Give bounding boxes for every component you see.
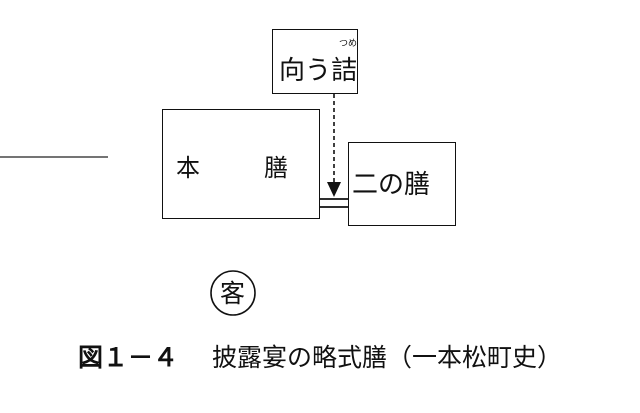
guest-label: 客 <box>220 279 246 308</box>
mukozume-label: 向う詰 <box>279 56 358 86</box>
honzen-label-left: 本 <box>176 154 200 182</box>
arrow-head <box>327 182 341 197</box>
honzen-box: 本 膳 <box>162 109 320 219</box>
honzen-label-right: 膳 <box>264 154 288 182</box>
figure-number: 図１－４ <box>77 342 178 372</box>
mukozume-ruby: つめ <box>339 39 358 49</box>
figure-title: 披露宴の略式膳（一本松町史） <box>212 342 563 372</box>
ninozen-label: 二の膳 <box>352 170 431 200</box>
ninozen-box: 二の膳 <box>348 142 456 226</box>
mukozume-box: つめ 向う詰 <box>272 29 358 94</box>
figure-caption: 図１－４ 披露宴の略式膳（一本松町史） <box>0 337 640 377</box>
